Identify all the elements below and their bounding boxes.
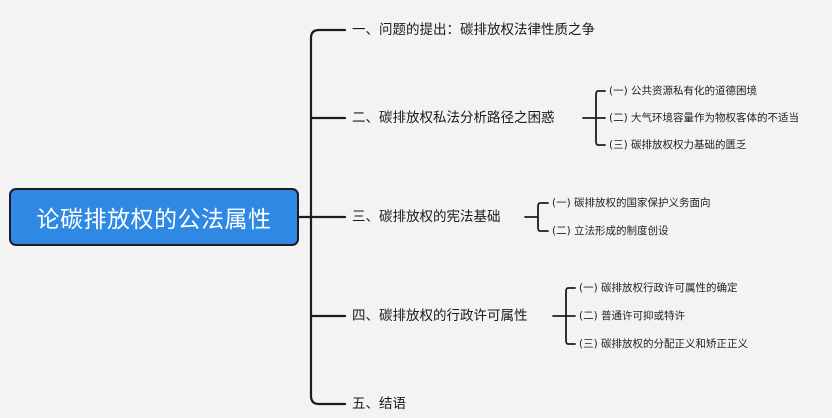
section-2-topic[interactable]: 二、碳排放权私法分析路径之困惑 <box>352 110 555 126</box>
s4-subtopic-3[interactable]: (三) 碳排放权的分配正义和矫正正义 <box>579 338 749 350</box>
section-4-topic[interactable]: 四、碳排放权的行政许可属性 <box>352 308 528 324</box>
section-3-topic[interactable]: 三、碳排放权的宪法基础 <box>352 209 501 225</box>
s2-subtopic-2[interactable]: (二) 大气环境容量作为物权客体的不适当 <box>609 112 800 124</box>
s3-subtopic-1[interactable]: (一) 碳排放权的国家保护义务面向 <box>552 197 711 209</box>
section-1-topic[interactable]: 一、问题的提出：碳排放权法律性质之争 <box>352 22 595 38</box>
s3-subtopic-2[interactable]: (二) 立法形成的制度创设 <box>552 225 669 237</box>
root-topic[interactable]: 论碳排放权的公法属性 <box>9 188 299 246</box>
connector-s2-children <box>582 90 606 146</box>
s4-subtopic-1[interactable]: (一) 碳排放权行政许可属性的确定 <box>579 282 738 294</box>
connector-s3-children <box>524 202 549 232</box>
s2-subtopic-1[interactable]: (一) 公共资源私有化的道德困境 <box>609 85 758 97</box>
section-5-topic[interactable]: 五、结语 <box>352 396 406 412</box>
connector-trunk <box>309 28 347 406</box>
s2-subtopic-3[interactable]: (三) 碳排放权权力基础的匮乏 <box>609 139 747 151</box>
s4-subtopic-2[interactable]: (二) 普通许可抑或特许 <box>579 310 686 322</box>
connector-s4-children <box>552 287 576 345</box>
